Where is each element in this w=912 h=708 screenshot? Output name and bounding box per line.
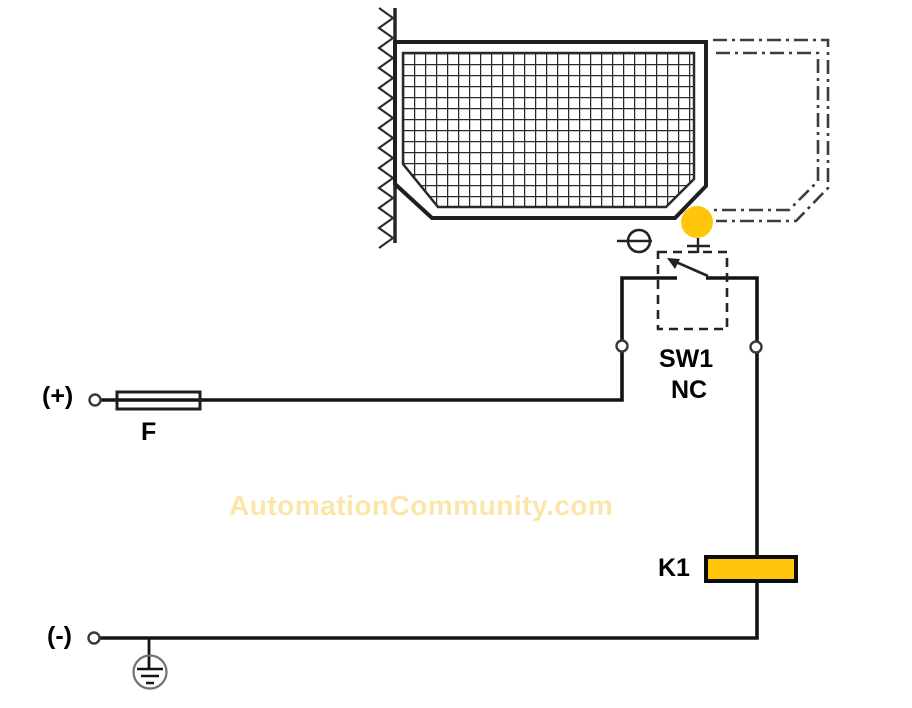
switch-contact-blade: [675, 260, 709, 278]
earth-ground-symbol: [132, 654, 168, 690]
positive-opening-symbol: [617, 228, 652, 254]
mesh-panel: [401, 51, 696, 209]
relay-coil-label: K1: [658, 554, 690, 582]
positive-terminal-label: (+): [42, 382, 74, 410]
terminal-switch-left: [615, 339, 629, 353]
switch-contact-type-label: NC: [671, 376, 708, 404]
negative-terminal-label: (-): [47, 622, 72, 650]
fuse-label: F: [141, 418, 157, 446]
switch-designation-label: SW1: [659, 345, 714, 373]
guard-door-frame: [393, 40, 708, 220]
wire-positive: [101, 276, 677, 402]
fuse-symbol: [115, 390, 202, 411]
wall-hatching: [377, 7, 395, 249]
wire-negative: [100, 276, 759, 640]
switch-contact-arrow: [667, 258, 680, 269]
watermark: AutomationCommunity.com: [229, 490, 614, 521]
open-position-outline-inner: [710, 51, 820, 212]
terminal-switch-right: [749, 340, 763, 354]
switch-enclosure: [656, 250, 729, 331]
relay-coil: [704, 555, 798, 583]
hinge-roller: [681, 206, 713, 238]
open-position-outline-outer: [713, 38, 830, 223]
terminal-positive: [88, 393, 102, 407]
switch-actuator: [687, 238, 710, 253]
terminal-negative: [87, 631, 101, 645]
